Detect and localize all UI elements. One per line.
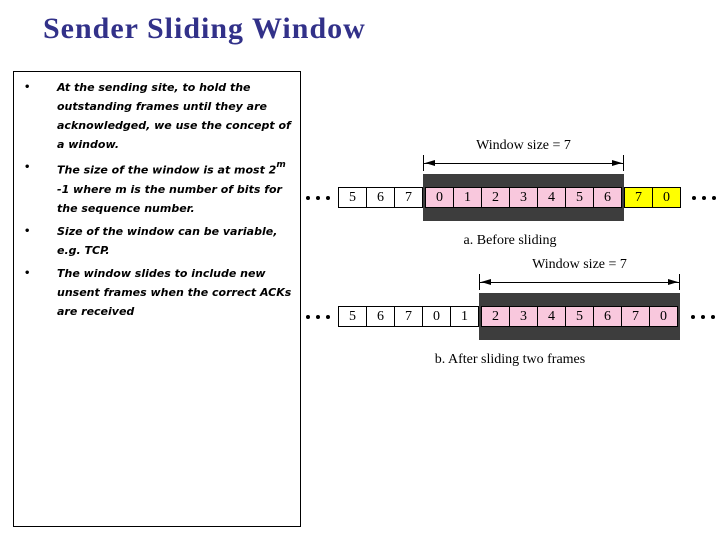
left-arrowhead-icon — [425, 160, 435, 166]
bullet-item: • At the sending site, to hold the outsta… — [24, 78, 292, 154]
diagram-caption: b. After sliding two frames — [434, 352, 586, 367]
ellipsis-dots — [688, 314, 718, 319]
frame-cell-window: 3 — [509, 306, 538, 327]
superscript-m: m — [276, 160, 286, 170]
left-tick — [423, 155, 424, 171]
frame-cell-window: 3 — [509, 187, 538, 208]
window-size-label: Window size = 7 — [532, 257, 627, 272]
bullet-item: • Size of the window can be variable, e.g… — [24, 222, 292, 260]
bullet-list: • At the sending site, to hold the outsta… — [14, 72, 300, 321]
arrow-line — [480, 282, 679, 283]
bullet-text-segment: The size of the window is at most 2 — [57, 163, 277, 177]
dot — [691, 314, 695, 319]
frame-cell-next: 7 — [624, 187, 653, 208]
frame-cell-window: 0 — [425, 187, 454, 208]
frame-cell-window: 2 — [481, 187, 510, 208]
arrow-line — [424, 163, 623, 164]
right-arrowhead-icon — [612, 160, 622, 166]
right-tick — [679, 274, 680, 290]
frame-cell-outside: 7 — [394, 306, 423, 327]
bullet-marker: • — [24, 82, 31, 93]
bullet-marker: • — [24, 225, 31, 237]
bullet-text-segment: The window slides to include new unsent … — [57, 266, 292, 318]
frame-cell-window: 0 — [649, 306, 678, 327]
left-arrowhead-icon — [481, 279, 491, 285]
frame-cell-window: 1 — [453, 187, 482, 208]
frame-cell-window: 5 — [565, 187, 594, 208]
ellipsis-dots — [303, 314, 333, 319]
double-arrow — [479, 274, 680, 290]
bullet-item: • The size of the window is at most 2m -1 … — [24, 158, 292, 218]
bullet-marker: • — [24, 162, 31, 173]
bullet-marker: • — [24, 267, 31, 279]
ellipsis-dots — [689, 195, 719, 200]
left-tick — [479, 274, 480, 290]
dot — [702, 195, 706, 200]
diagram-caption: a. Before sliding — [463, 233, 557, 248]
bullet-text: Size of the window can be variable, e.g.… — [57, 222, 292, 260]
frame-cell-window: 2 — [481, 306, 510, 327]
frame-cell-outside: 6 — [366, 187, 395, 208]
window-size-indicator: Window size = 7 — [479, 257, 680, 291]
dot — [306, 314, 310, 319]
frame-cell-outside: 5 — [338, 187, 367, 208]
notes-box: • At the sending site, to hold the outsta… — [13, 71, 301, 527]
frame-cell-window: 6 — [593, 306, 622, 327]
frame-cell-window: 4 — [537, 306, 566, 327]
dot — [316, 314, 320, 319]
right-tick — [623, 155, 624, 171]
double-arrow — [423, 155, 624, 171]
frame-cell-next: 0 — [652, 187, 681, 208]
frame-cell-outside: 5 — [338, 306, 367, 327]
frame-cell-window: 4 — [537, 187, 566, 208]
frame-cell-window: 7 — [621, 306, 650, 327]
bullet-text: The size of the window is at most 2m -1 w… — [57, 158, 292, 218]
dot — [326, 195, 330, 200]
bullet-text: The window slides to include new unsent … — [57, 264, 292, 321]
right-arrowhead-icon — [668, 279, 678, 285]
slide-title: Sender Sliding Window — [43, 12, 366, 45]
dot — [712, 195, 716, 200]
bullet-text: At the sending site, to hold the outstan… — [57, 78, 292, 154]
dot — [316, 195, 320, 200]
dot — [701, 314, 705, 319]
window-size-indicator: Window size = 7 — [423, 138, 624, 172]
bullet-item: • The window slides to include new unsent… — [24, 264, 292, 321]
frame-cell-window: 5 — [565, 306, 594, 327]
dot — [306, 195, 310, 200]
dot — [711, 314, 715, 319]
bullet-text-segment: -1 where m is the number of bits for the… — [57, 182, 282, 215]
frame-cell-window: 6 — [593, 187, 622, 208]
dot — [692, 195, 696, 200]
bullet-text-segment: Size of the window can be variable, e.g.… — [57, 224, 278, 257]
frame-cell-outside: 1 — [450, 306, 479, 327]
frame-cell-outside: 0 — [422, 306, 451, 327]
window-size-label: Window size = 7 — [476, 138, 571, 153]
bullet-text-segment: At the sending site, to hold the outstan… — [57, 81, 291, 151]
frame-cell-outside: 6 — [366, 306, 395, 327]
dot — [326, 314, 330, 319]
ellipsis-dots — [303, 195, 333, 200]
frame-cell-outside: 7 — [394, 187, 423, 208]
